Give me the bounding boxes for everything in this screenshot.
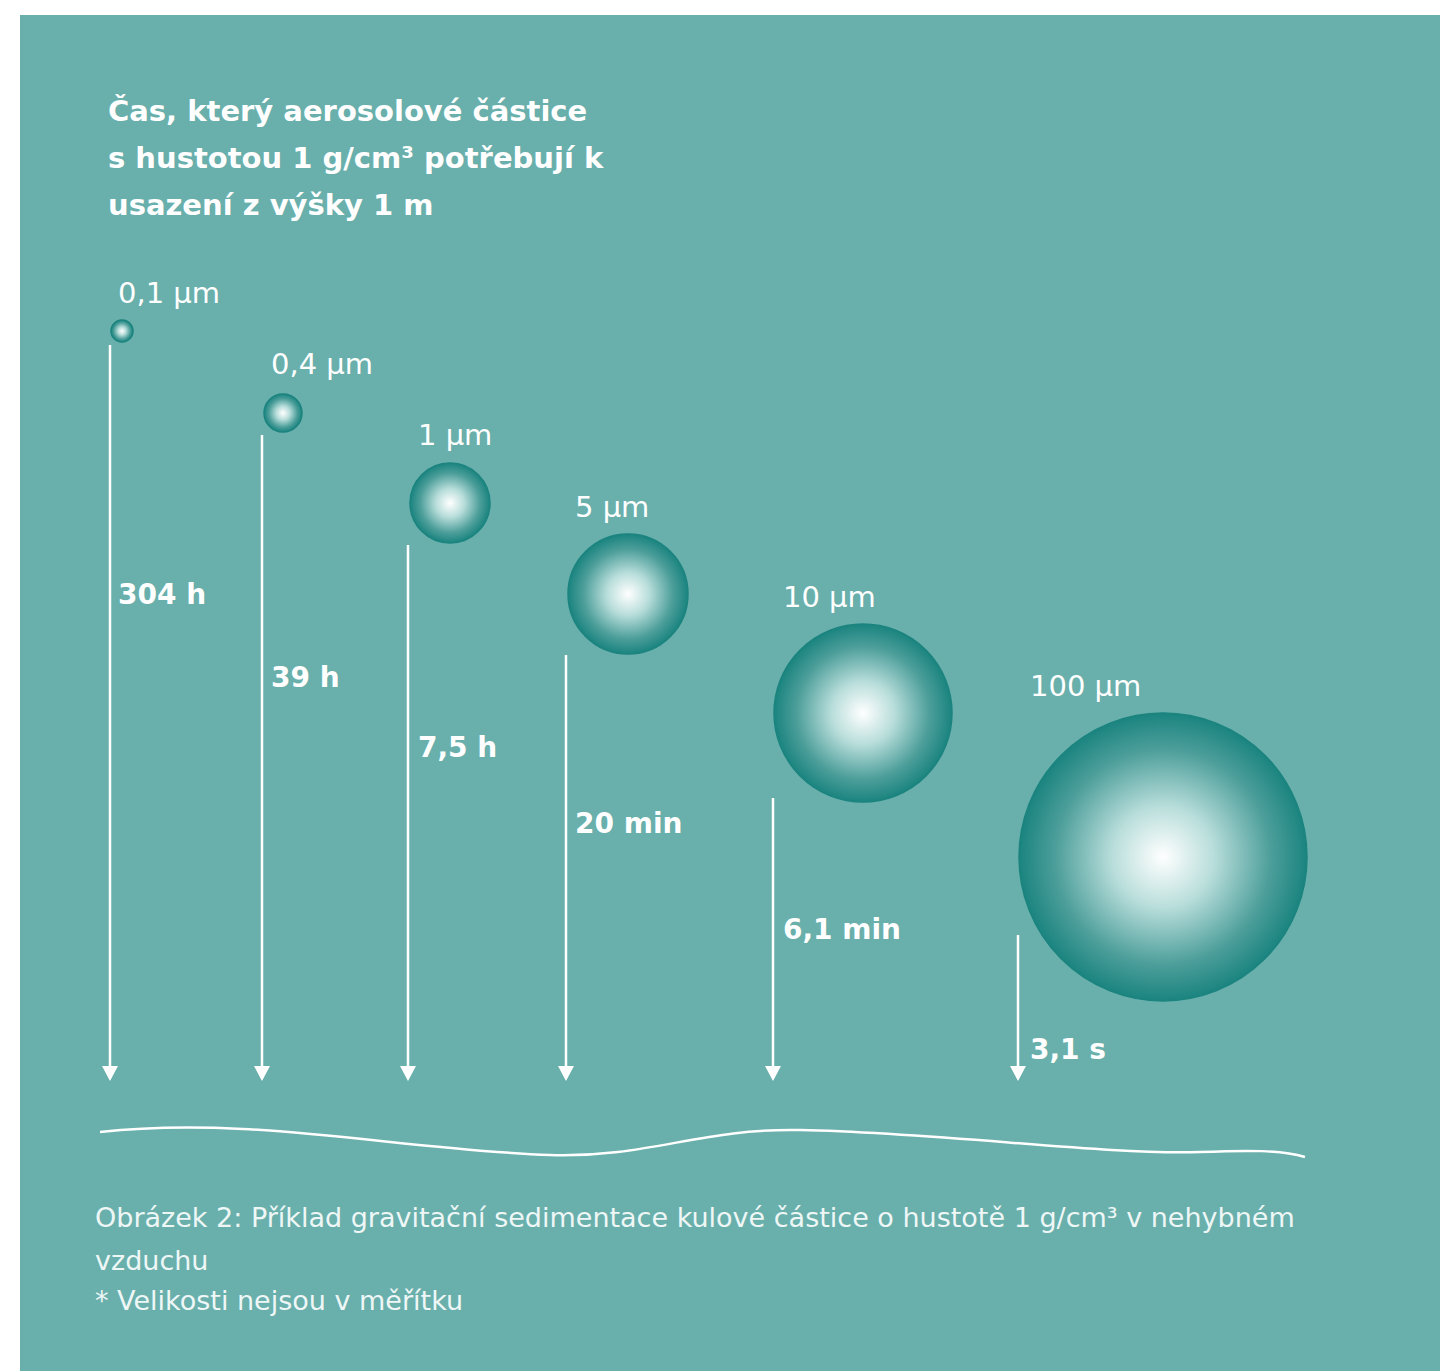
settling-time: 304 h xyxy=(118,578,206,612)
settling-time: 6,1 min xyxy=(783,913,901,947)
particle-sphere: 10 μm xyxy=(773,623,953,803)
particle-sphere: 0,1 μm xyxy=(110,319,134,343)
scale-note: * Velikosti nejsou v měřítku xyxy=(95,1284,463,1318)
sphere-shape xyxy=(263,393,303,433)
size-label: 0,1 μm xyxy=(118,276,220,310)
sphere-shape xyxy=(567,533,689,655)
sphere-shape xyxy=(409,462,491,544)
particle-sphere: 5 μm xyxy=(567,533,689,655)
sphere-shape xyxy=(773,623,953,803)
particle-sphere: 0,4 μm xyxy=(263,393,303,433)
figure-caption: Obrázek 2: Příklad gravitační sedimentac… xyxy=(95,1196,1345,1282)
settling-time: 3,1 s xyxy=(1030,1033,1106,1067)
size-label: 100 μm xyxy=(1030,669,1141,703)
sphere-shape xyxy=(1018,712,1308,1002)
settling-time: 20 min xyxy=(575,807,682,841)
settling-time: 7,5 h xyxy=(418,731,497,765)
settling-time: 39 h xyxy=(271,661,340,695)
size-label: 10 μm xyxy=(783,580,876,614)
particle-sphere: 100 μm xyxy=(1018,712,1308,1002)
size-label: 5 μm xyxy=(575,490,649,524)
size-label: 0,4 μm xyxy=(271,347,373,381)
sphere-shape xyxy=(110,319,134,343)
diagram-title: Čas, který aerosolové částice s hustotou… xyxy=(108,88,608,229)
size-label: 1 μm xyxy=(418,418,492,452)
particle-sphere: 1 μm xyxy=(409,462,491,544)
